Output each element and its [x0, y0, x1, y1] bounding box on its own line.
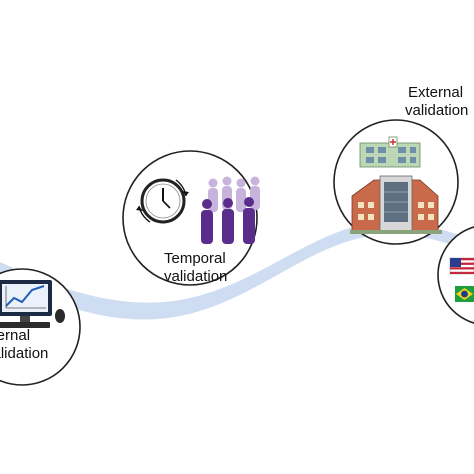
people-icon — [201, 176, 260, 244]
external-label-line1: External — [408, 84, 464, 101]
stage-external — [333, 119, 459, 245]
stage-temporal — [122, 150, 260, 286]
internal-label-line1: Internal — [0, 327, 31, 344]
clock-icon — [136, 178, 189, 224]
country-flags-icon — [449, 257, 474, 302]
external-label-line2: validation — [405, 102, 469, 119]
internal-label-line2: validation — [0, 345, 49, 362]
temporal-label-line2: validation — [164, 268, 228, 285]
temporal-label-line1: Temporal — [164, 250, 226, 267]
stage-international — [437, 226, 474, 324]
stage-internal — [0, 268, 81, 386]
computer-chart-icon — [0, 280, 65, 328]
hospital-buildings-icon — [350, 136, 442, 234]
